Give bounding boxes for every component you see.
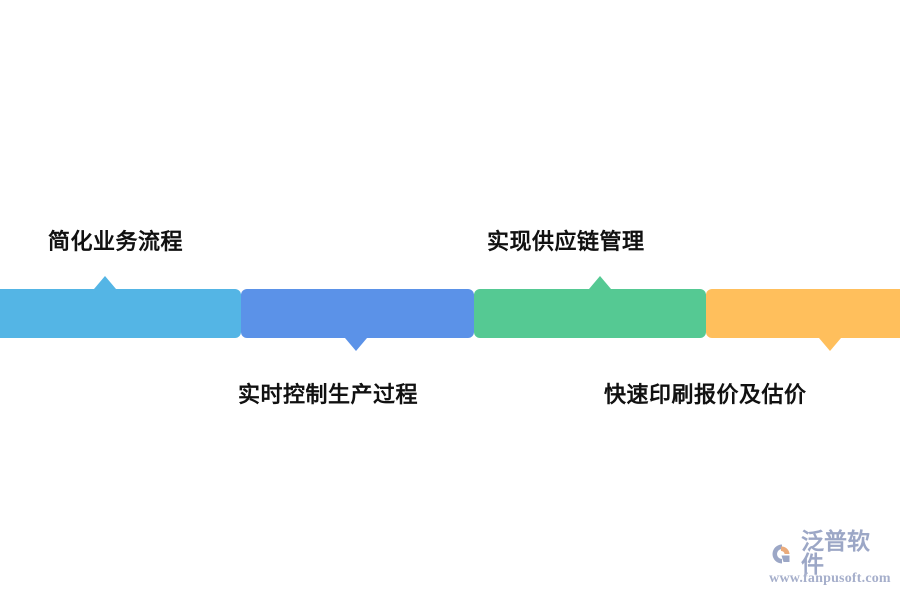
segment-label-1: 简化业务流程: [48, 230, 184, 255]
fanpu-logo-icon: [768, 540, 796, 568]
watermark-url: www.fanpusoft.com: [769, 571, 891, 586]
bar-segment-4: [706, 289, 900, 351]
process-bar: [0, 276, 900, 351]
bar-segment-1: [0, 276, 241, 338]
segment-label-2: 实时控制生产过程: [238, 383, 419, 408]
pointer-up-icon-3: [589, 276, 611, 289]
bar-segment-3: [474, 276, 706, 338]
pointer-up-icon-1: [94, 276, 116, 289]
pointer-down-icon-2: [345, 338, 367, 351]
segment-label-4: 快速印刷报价及估价: [604, 383, 807, 408]
segment-label-3: 实现供应链管理: [487, 230, 645, 255]
watermark: 泛普软件 www.fanpusoft.com: [768, 531, 892, 590]
bar-segment-2: [241, 289, 474, 351]
watermark-brand-text: 泛普软件: [801, 529, 870, 578]
pointer-down-icon-4: [819, 338, 841, 351]
watermark-brand-row: 泛普软件: [768, 531, 892, 577]
